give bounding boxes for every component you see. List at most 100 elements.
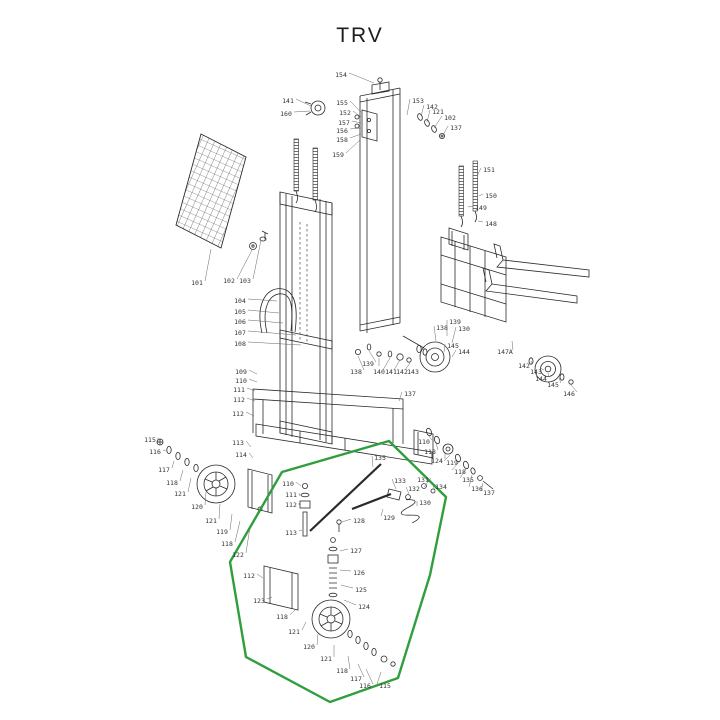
leader-line	[468, 474, 473, 488]
part-label: 155	[336, 99, 348, 107]
leader-line	[433, 115, 443, 129]
leader-line	[252, 239, 262, 280]
leader-line	[478, 193, 484, 197]
part-label: 107	[234, 329, 246, 337]
leader-line	[404, 362, 411, 371]
leader-line	[368, 350, 377, 363]
bottom-caster-bracket	[263, 565, 299, 611]
part-label: 139	[362, 360, 374, 368]
leader-line	[248, 452, 254, 459]
leader-line	[245, 526, 251, 554]
part-label: 137	[483, 489, 495, 497]
part-label: 126	[353, 569, 365, 577]
leader-line	[245, 440, 252, 448]
part-label: 154	[335, 71, 347, 79]
part-label: 102	[444, 114, 456, 122]
leader-line	[234, 520, 241, 543]
leader-line	[477, 220, 484, 223]
leader-line	[247, 309, 280, 314]
leader-line	[442, 125, 449, 136]
leader-line	[339, 569, 352, 572]
left-wheel	[156, 438, 236, 504]
part-label: 145	[447, 342, 459, 350]
part-label: 142	[396, 368, 408, 376]
part-label: 124	[431, 457, 443, 465]
leader-line	[298, 492, 301, 497]
leader-line	[246, 397, 256, 402]
part-label: 132	[408, 485, 420, 493]
leader-line	[293, 110, 311, 113]
leader-line	[427, 434, 433, 441]
highlight-region	[228, 439, 448, 704]
leader-line	[295, 481, 302, 487]
part-label: 124	[358, 603, 370, 611]
part-label: 137	[404, 390, 416, 398]
leader-line	[349, 127, 362, 130]
leader-line	[423, 477, 432, 488]
part-label: 136	[471, 485, 483, 493]
part-label: 115	[379, 682, 391, 690]
part-label: 150	[485, 192, 497, 200]
leader-line	[467, 205, 474, 208]
leader-line	[511, 340, 514, 351]
part-label: 119	[216, 528, 228, 536]
base-frame	[252, 388, 433, 465]
threaded-rods	[293, 138, 478, 228]
leader-line	[248, 369, 258, 375]
part-label: 142	[426, 103, 438, 111]
leader-line	[236, 249, 253, 280]
leader-line	[245, 411, 255, 417]
part-label: 121	[205, 517, 217, 525]
part-label: 116	[359, 682, 371, 690]
part-label: 142	[518, 362, 530, 370]
part-label: 105	[234, 308, 246, 316]
leader-line	[247, 319, 284, 324]
leader-line	[376, 671, 382, 685]
leader-line	[343, 599, 357, 606]
leader-line	[558, 377, 562, 384]
part-label: 113	[285, 529, 297, 537]
leader-line	[289, 609, 296, 616]
leader-line	[171, 460, 175, 469]
pedal-linkage	[299, 463, 436, 598]
grille-panel	[175, 133, 247, 249]
leader-line	[339, 548, 349, 552]
leader-line	[398, 391, 403, 402]
leader-line	[476, 167, 482, 177]
part-label: 141	[385, 368, 397, 376]
leader-line	[530, 360, 533, 365]
part-label: 111	[285, 491, 297, 499]
leader-line	[229, 513, 233, 531]
leader-line	[432, 484, 436, 492]
part-label: 104	[234, 297, 246, 305]
part-label: 120	[303, 643, 315, 651]
leader-line	[443, 343, 446, 353]
leader-line	[365, 668, 374, 685]
outer-mast	[359, 77, 401, 333]
leader-line	[459, 468, 467, 479]
part-label: 117	[350, 675, 362, 683]
leader-line	[547, 372, 550, 378]
part-label: 130	[419, 499, 431, 507]
part-label: 141	[282, 97, 294, 105]
leader-line	[435, 442, 439, 451]
part-label: 112	[233, 396, 245, 404]
part-label: 101	[191, 279, 203, 287]
part-label: 149	[475, 204, 487, 212]
right-wheel	[528, 355, 574, 385]
bottom-wheel	[311, 599, 396, 667]
part-label: 158	[336, 136, 348, 144]
leader-line	[204, 491, 207, 506]
leader-line	[298, 529, 303, 532]
part-label: 112	[232, 410, 244, 418]
part-label: 135	[462, 476, 474, 484]
leader-line	[480, 482, 484, 492]
part-label: 127	[350, 547, 362, 555]
part-label: 140	[373, 368, 385, 376]
mast-top-bracket	[354, 109, 378, 142]
leader-line	[433, 325, 437, 342]
part-label: 147A	[497, 348, 513, 356]
part-label: 145	[547, 381, 559, 389]
part-label: 143	[530, 368, 542, 376]
